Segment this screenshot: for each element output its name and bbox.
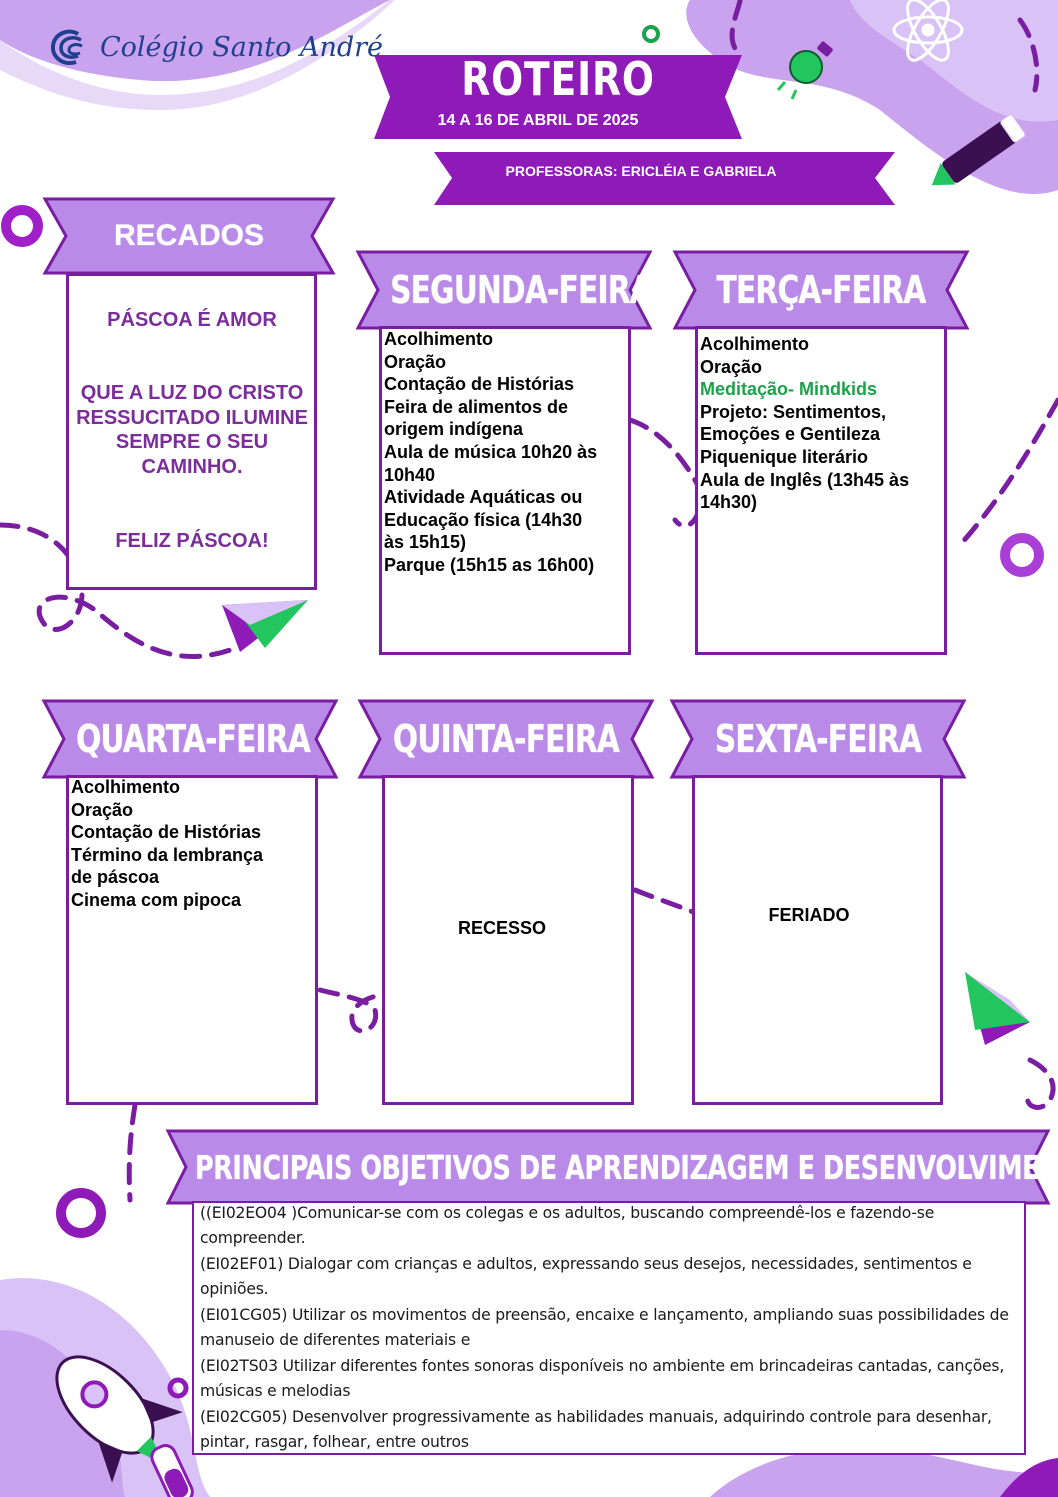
segunda-box bbox=[379, 326, 631, 655]
activity-item: Feira de alimentos de bbox=[384, 396, 569, 417]
lightbulb-icon bbox=[776, 41, 833, 100]
segunda-activities: Acolhimento Oração Contação de Histórias… bbox=[384, 328, 597, 577]
school-name: Colégio Santo André bbox=[100, 31, 384, 63]
page-title: ROTEIRO bbox=[461, 52, 655, 106]
pencil-icon bbox=[931, 114, 1026, 186]
professoras-banner bbox=[434, 152, 895, 205]
recados-message: QUE A LUZ DO CRISTO RESSUCITADO ILUMINE … bbox=[76, 382, 308, 478]
rocket-icon bbox=[55, 1355, 183, 1483]
recados-heading: PÁSCOA É AMOR bbox=[107, 309, 277, 331]
ring-icon bbox=[1000, 533, 1044, 577]
activity-item: Oração bbox=[384, 351, 447, 372]
activity-item: Educação física (14h30 bbox=[384, 509, 583, 530]
top-left-blob bbox=[0, 0, 390, 82]
quinta-note: RECESSO bbox=[457, 918, 547, 938]
activity-item: Emoções e Gentileza bbox=[700, 424, 881, 445]
ring-icon bbox=[642, 25, 660, 43]
objective-item: (EI02EF01) Dialogar com crianças e adult… bbox=[200, 1255, 972, 1298]
roteiro-banner bbox=[374, 55, 742, 139]
ring-icon bbox=[1, 205, 43, 247]
segunda-banner bbox=[355, 250, 653, 330]
activity-item-highlight: Meditação- Mindkids bbox=[700, 379, 878, 400]
atom-icon bbox=[892, 0, 964, 62]
sexta-banner bbox=[669, 699, 967, 779]
quarta-box bbox=[66, 775, 318, 1105]
activity-item: Atividade Aquáticas ou bbox=[384, 487, 583, 508]
activity-item: Acolhimento bbox=[71, 777, 181, 797]
activity-item: Projeto: Sentimentos, bbox=[700, 401, 887, 422]
quinta-box bbox=[382, 775, 634, 1105]
activity-item: às 15h15) bbox=[384, 532, 467, 553]
terca-activities: Acolhimento Oração Meditação- Mindkids P… bbox=[700, 333, 909, 514]
quarta-activities: Acolhimento Oração Contação de Histórias… bbox=[71, 776, 263, 912]
activity-item: origem indígena bbox=[384, 419, 524, 440]
activity-item: Contação de Histórias bbox=[384, 374, 575, 395]
objective-item: (EI02CG05) Desenvolver progressivamente … bbox=[200, 1408, 992, 1451]
objetivos-list: ((EI02EO04 )Comunicar-se com os colegas … bbox=[200, 1201, 1022, 1456]
recados-banner bbox=[42, 197, 336, 275]
quarta-title: QUARTA-FEIRA bbox=[76, 717, 311, 761]
activity-item: Acolhimento bbox=[384, 329, 494, 349]
terca-box bbox=[695, 326, 947, 655]
activity-item: 14h30) bbox=[700, 492, 758, 513]
quinta-banner bbox=[357, 699, 655, 779]
bottom-right-blob bbox=[710, 1447, 1058, 1497]
activity-item: 10h40 bbox=[384, 464, 436, 485]
sexta-box bbox=[692, 775, 943, 1105]
activity-item: Piquenique literário bbox=[700, 446, 869, 467]
activity-item: de páscoa bbox=[71, 867, 160, 888]
objetivos-banner bbox=[165, 1129, 1051, 1205]
objective-item: (EI02TS03 Utilizar diferentes fontes son… bbox=[200, 1357, 1005, 1400]
activity-item: Cinema com pipoca bbox=[71, 889, 242, 910]
activity-item: Oração bbox=[71, 799, 134, 820]
ring-icon bbox=[167, 1377, 189, 1399]
activity-item: Aula de Inglês (13h45 às bbox=[700, 469, 910, 490]
quarta-banner bbox=[41, 699, 339, 779]
paper-plane-icon bbox=[965, 972, 1030, 1045]
teachers-label: PROFESSORAS: ERICLÉIA E GABRIELA bbox=[505, 163, 777, 179]
recados-closing: FELIZ PÁSCOA! bbox=[115, 530, 269, 552]
paper-plane-icon bbox=[222, 600, 308, 652]
segunda-title: SEGUNDA-FEIRA bbox=[390, 268, 653, 312]
date-range: 14 A 16 DE ABRIL DE 2025 bbox=[437, 112, 639, 129]
terca-title: TERÇA-FEIRA bbox=[716, 268, 927, 312]
school-logo-icon bbox=[50, 29, 83, 65]
objective-item: (EI01CG05) Utilizar os movimentos de pre… bbox=[200, 1306, 1009, 1349]
quinta-title: QUINTA-FEIRA bbox=[392, 717, 620, 761]
recados-title: RECADOS bbox=[113, 219, 264, 252]
activity-item: Parque (15h15 as 16h00) bbox=[384, 554, 595, 575]
activity-item: Término da lembrança bbox=[71, 844, 264, 865]
objective-item: ((EI02EO04 )Comunicar-se com os colegas … bbox=[200, 1204, 935, 1247]
activity-item: Aula de música 10h20 às bbox=[384, 441, 598, 462]
objetivos-box bbox=[192, 1201, 1026, 1455]
test-tube-icon bbox=[150, 1444, 194, 1497]
activity-item: Acolhimento bbox=[700, 334, 810, 354]
ring-icon bbox=[56, 1188, 106, 1238]
recados-box bbox=[66, 273, 317, 590]
activity-item: Oração bbox=[700, 356, 763, 377]
terca-banner bbox=[672, 250, 970, 330]
school-logo: Colégio Santo André bbox=[48, 26, 383, 68]
activity-item: Contação de Histórias bbox=[71, 822, 262, 843]
sexta-note: FERIADO bbox=[768, 905, 850, 925]
objetivos-title: PRINCIPAIS OBJETIVOS DE APRENDIZAGEM E D… bbox=[195, 1148, 1058, 1187]
sexta-title: SEXTA-FEIRA bbox=[714, 717, 922, 761]
